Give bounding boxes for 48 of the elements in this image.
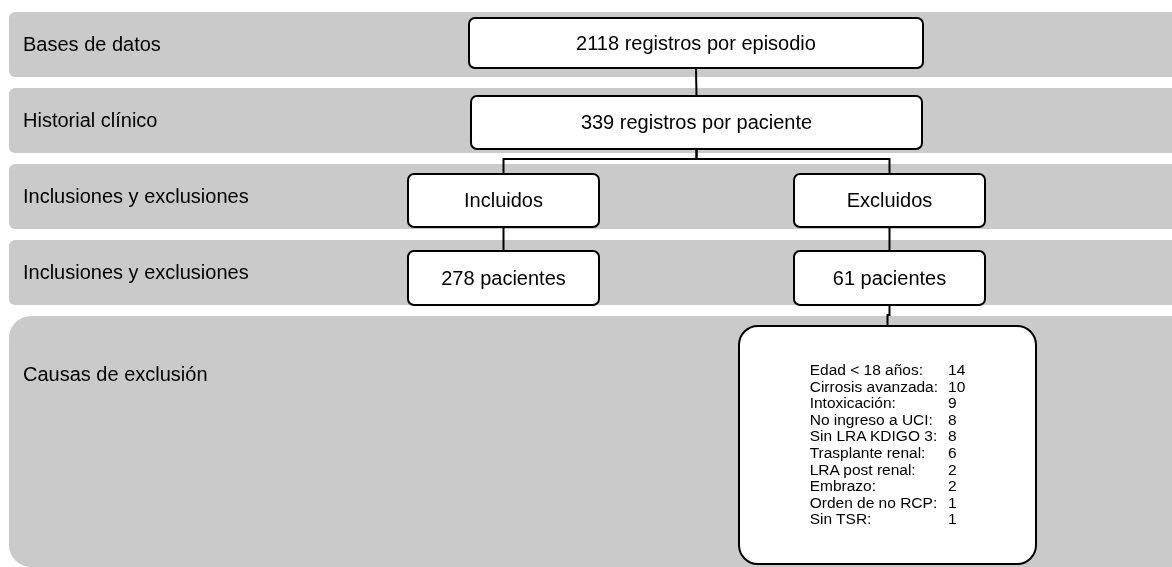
box-text: 339 registros por paciente <box>580 111 813 134</box>
count-value: 8 <box>948 411 958 429</box>
cause-label: LRA post renal: <box>809 461 917 479</box>
process-box <box>407 173 600 228</box>
row-label: Historial clínico <box>23 109 158 132</box>
connector-line <box>888 227 891 251</box>
box-text: Incluidos <box>464 189 543 212</box>
exclusion-list-box <box>738 325 1037 565</box>
row-band <box>9 88 1172 153</box>
cause-label: Edad < 18 años: <box>809 362 925 379</box>
row-band <box>9 12 1172 77</box>
row-band <box>9 164 1172 229</box>
count-value: 1 <box>948 511 958 528</box>
row-label: Inclusiones y exclusiones <box>23 185 249 208</box>
cause-label: Orden de no RCP: <box>809 494 939 512</box>
row-band <box>9 240 1172 305</box>
cause-label: Trasplante renal: <box>809 445 927 462</box>
connector-line <box>695 68 698 96</box>
cause-label: Cirrosis avanzada: <box>809 378 939 396</box>
process-box <box>793 250 986 306</box>
count-value: 8 <box>948 428 958 445</box>
count-value: 10 <box>948 378 966 396</box>
cause-label: Sin TSR: <box>809 511 873 528</box>
row-band <box>9 316 1172 567</box>
count-value: 2 <box>948 461 958 479</box>
box-text: Excluidos <box>846 189 933 212</box>
box-text: 278 pacientes <box>441 266 566 290</box>
count-value: 1 <box>948 494 958 512</box>
row-label: Inclusiones y exclusiones <box>23 261 249 284</box>
cause-label: Embrazo: <box>809 478 878 495</box>
row-label: Bases de datos <box>23 33 161 56</box>
count-value: 9 <box>948 395 958 412</box>
count-value: 6 <box>948 445 958 462</box>
cause-label: Intoxicación: <box>809 395 897 412</box>
connector-line <box>502 227 505 251</box>
process-box <box>468 17 924 69</box>
cause-label: Sin LRA KDIGO 3: <box>809 428 939 445</box>
count-value: 2 <box>948 478 958 495</box>
cause-label: No ingreso a UCI: <box>809 411 934 429</box>
row-label: Causas de exclusión <box>23 363 208 386</box>
process-box <box>407 250 600 306</box>
box-text: 2118 registros por episodio <box>576 31 816 55</box>
count-value: 14 <box>948 362 966 379</box>
process-box <box>470 95 923 150</box>
connector-line <box>886 305 891 326</box>
process-box <box>793 173 986 228</box>
box-text: 61 pacientes <box>832 266 947 290</box>
connector-line <box>695 149 891 174</box>
